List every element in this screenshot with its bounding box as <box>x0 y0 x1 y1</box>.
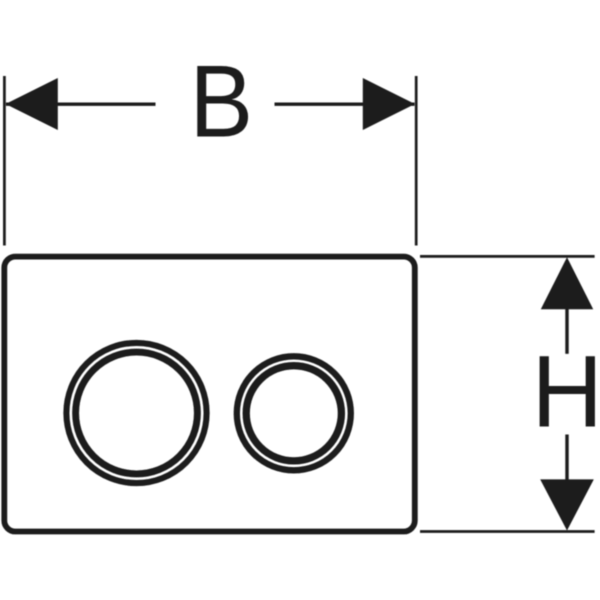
svg-text:H: H <box>531 335 600 449</box>
svg-text:B: B <box>190 43 254 158</box>
